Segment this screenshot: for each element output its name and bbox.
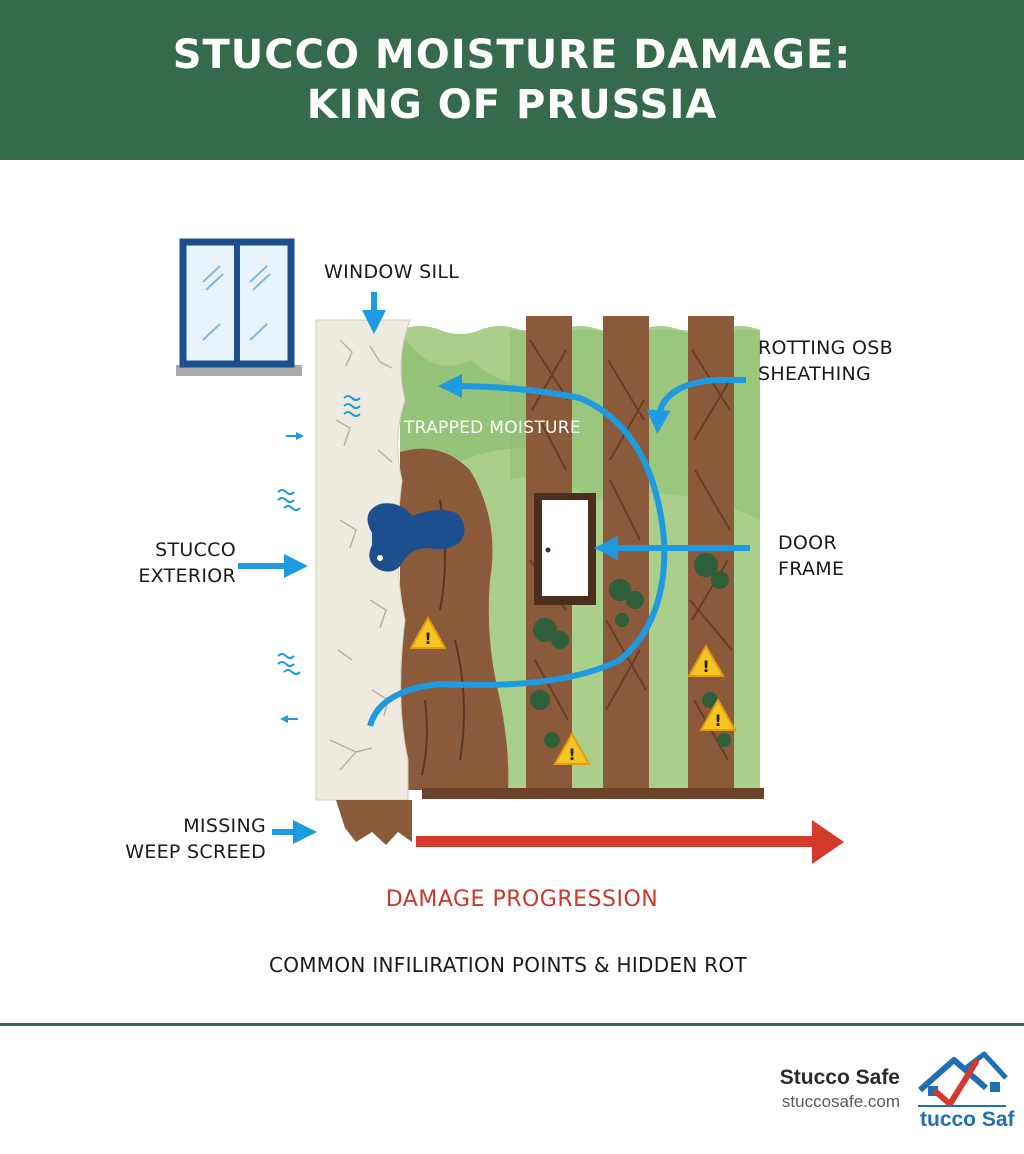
stucco-exterior-label: STUCCO EXTERIOR <box>138 539 236 587</box>
damage-progression-label: DAMAGE PROGRESSION <box>385 887 659 912</box>
window-icon <box>176 238 302 376</box>
svg-text:!: ! <box>714 711 721 730</box>
title-banner: STUCCO MOISTURE DAMAGE: KING OF PRUSSIA <box>0 0 1024 160</box>
footer-divider <box>0 1023 1024 1026</box>
house-logo-icon <box>918 1051 1008 1107</box>
svg-text:!: ! <box>568 745 575 764</box>
brand-name: Stucco Safe <box>779 1066 900 1089</box>
damage-progression-arrow <box>416 820 844 864</box>
logo-text: tucco Saf <box>920 1108 1015 1131</box>
missing-weep-screed <box>336 800 412 845</box>
diagram-illustration: ! ! ! ! <box>176 238 844 864</box>
moisture-wave-icon <box>277 395 361 675</box>
water-drop-icon <box>367 503 465 572</box>
warning-icon: ! ! ! ! <box>409 615 737 765</box>
rotting-osb-label: ROTTING OSB SHEATHING <box>758 337 893 385</box>
missing-weep-screed-label: MISSING WEEP SCREED <box>125 815 266 863</box>
moisture-diagram: ! ! ! ! WINDOW SILL ROTTING OSB SHEATHIN… <box>0 160 1024 1024</box>
svg-text:!: ! <box>702 657 709 676</box>
pointer-arrows <box>238 292 750 844</box>
svg-text:!: ! <box>424 629 431 648</box>
door-icon <box>534 493 596 605</box>
trapped-moisture-label: TRAPPED MOISTURE <box>404 418 581 438</box>
mold-icon <box>530 553 731 748</box>
bottom-plate <box>422 788 764 799</box>
brand-url[interactable]: stuccosafe.com <box>781 1092 900 1111</box>
title-line-2: KING OF PRUSSIA <box>306 82 718 128</box>
window-sill-label: WINDOW SILL <box>324 261 460 283</box>
diagram-caption: COMMON INFILIRATION POINTS & HIDDEN ROT <box>268 953 748 977</box>
title-line-1: STUCCO MOISTURE DAMAGE: <box>172 32 852 78</box>
door-frame-label: DOOR FRAME <box>778 532 845 580</box>
